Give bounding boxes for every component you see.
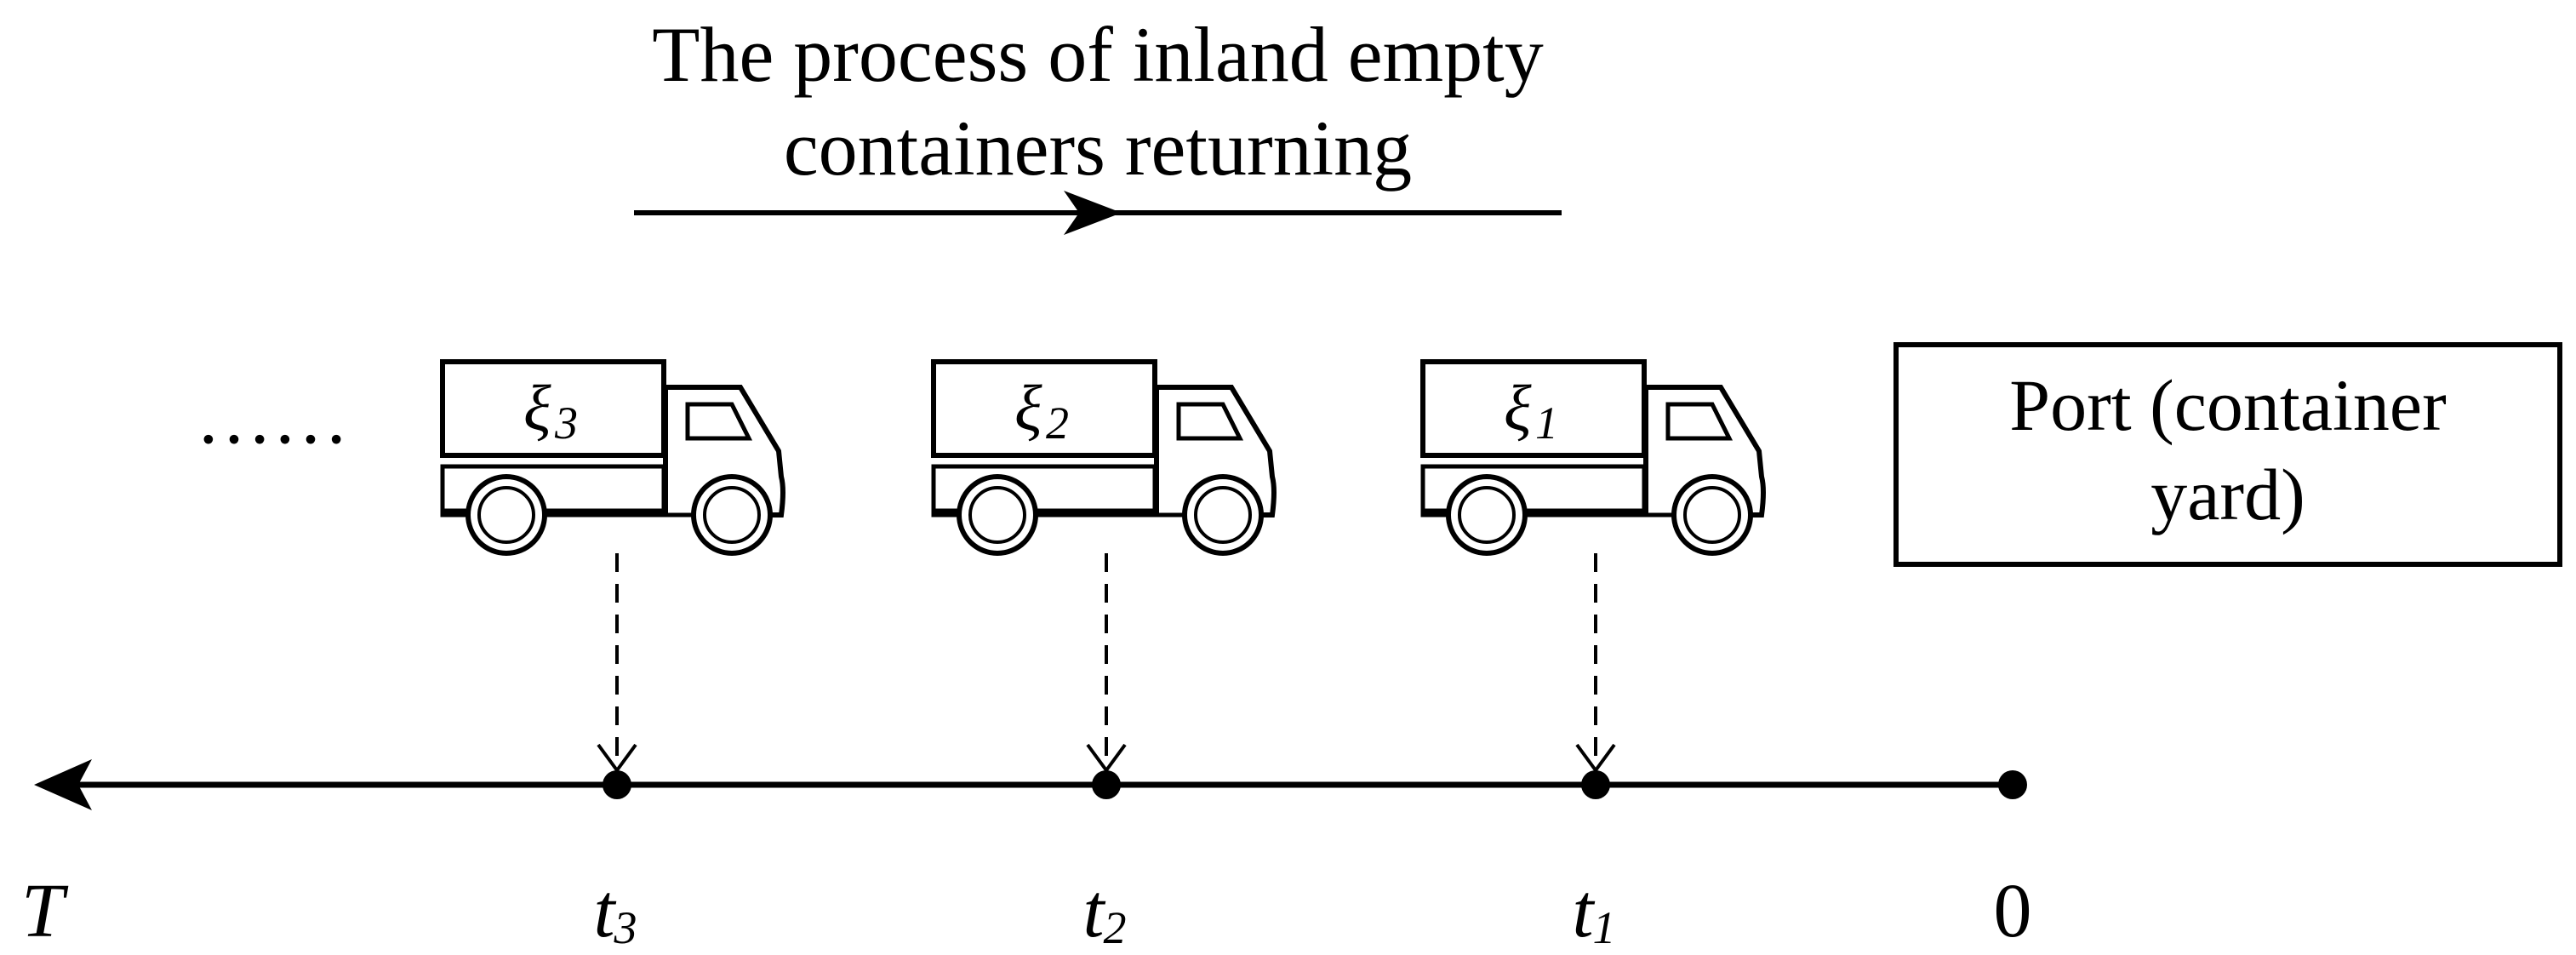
truck-3-label: ξ [523, 373, 551, 444]
port-line-2: yard) [2150, 454, 2305, 535]
dashed-connector-3 [597, 553, 637, 774]
process-direction-arrow [634, 191, 1562, 235]
truck-2-label: ξ [1014, 373, 1042, 444]
truck-1-label: ξ [1504, 373, 1532, 444]
port-line-1: Port (container [2009, 364, 2446, 446]
truck-2-subscript: 2 [1046, 397, 1069, 449]
timeline-point-t1 [1581, 770, 1610, 799]
axis-label-t2-subscript: 2 [1104, 902, 1127, 953]
axis-label-0: 0 [1994, 869, 2032, 953]
timeline-point-0 [1998, 770, 2027, 799]
timeline-point-t3 [603, 770, 631, 799]
axis-label-T: T [21, 869, 69, 953]
truck-3-subscript: 3 [554, 397, 578, 449]
port-box: Port (container yard) [1893, 342, 2562, 567]
axis-label-t1: t [1572, 869, 1595, 953]
truck-1-subscript: 1 [1535, 397, 1558, 449]
truck-3: ξ 3 [440, 359, 785, 556]
axis-label-t3-subscript: 3 [614, 902, 637, 953]
ellipsis: …… [196, 375, 349, 460]
axis-label-t3: t [593, 869, 616, 953]
title-line-1: The process of inland empty [652, 11, 1544, 98]
timeline-axis [34, 759, 2013, 810]
dashed-connector-2 [1086, 553, 1127, 774]
dashed-connector-1 [1575, 553, 1616, 774]
axis-label-t1-subscript: 1 [1593, 902, 1616, 953]
timeline-point-t2 [1092, 770, 1121, 799]
axis-label-t2: t [1082, 869, 1105, 953]
title-line-2: containers returning [784, 105, 1412, 192]
truck-2: ξ 2 [931, 359, 1277, 556]
truck-1: ξ 1 [1420, 359, 1766, 556]
